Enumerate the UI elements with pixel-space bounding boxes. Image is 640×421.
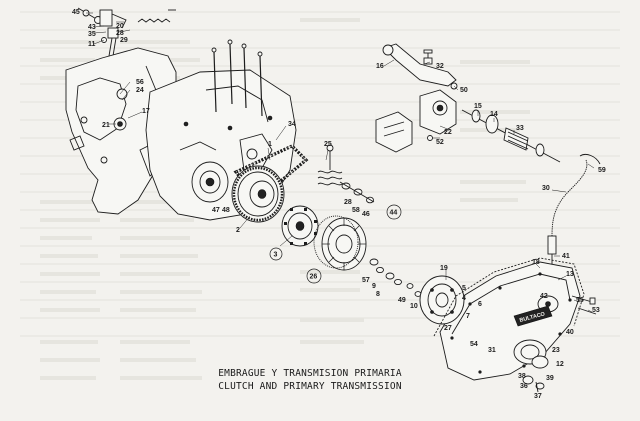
callout-35: 35 bbox=[88, 31, 96, 38]
callout-58: 58 bbox=[352, 207, 360, 214]
callout-30: 30 bbox=[542, 185, 550, 192]
callout-31: 31 bbox=[488, 347, 496, 354]
callout-29: 29 bbox=[120, 37, 128, 44]
clutch-plates bbox=[313, 215, 367, 271]
kickstart-lever bbox=[382, 43, 457, 87]
callout-19: 19 bbox=[440, 265, 448, 272]
callout-1: 1 bbox=[268, 141, 272, 148]
callout-11: 11 bbox=[88, 41, 96, 48]
callout-55: 55 bbox=[576, 297, 584, 304]
callout-49: 49 bbox=[398, 297, 406, 304]
clutch-fasteners bbox=[369, 258, 422, 297]
callout-40: 40 bbox=[566, 329, 574, 336]
callout-20: 20 bbox=[116, 23, 124, 30]
callout-43: 43 bbox=[88, 24, 96, 31]
callout-21: 21 bbox=[102, 122, 110, 129]
pressure-plate bbox=[419, 275, 465, 325]
callout-38: 38 bbox=[518, 373, 526, 380]
callout-32: 32 bbox=[436, 63, 444, 70]
callout-2: 2 bbox=[236, 227, 240, 234]
callout-50: 50 bbox=[460, 87, 468, 94]
callout-7: 7 bbox=[466, 313, 470, 320]
callout-24: 24 bbox=[136, 87, 144, 94]
callout-54: 54 bbox=[470, 341, 478, 348]
callout-10: 10 bbox=[410, 303, 418, 310]
callout-52: 52 bbox=[436, 139, 444, 146]
callout-18: 18 bbox=[532, 259, 540, 266]
callout-12: 12 bbox=[556, 361, 564, 368]
callout-9: 9 bbox=[372, 283, 376, 290]
callout-17: 17 bbox=[142, 108, 150, 115]
cylinder-studs bbox=[213, 43, 263, 117]
callout-56: 56 bbox=[136, 79, 144, 86]
small-washers bbox=[339, 181, 375, 204]
callout-3: 3 bbox=[274, 252, 278, 259]
clutch-cable bbox=[547, 153, 601, 268]
callout-26-circle: 26 bbox=[306, 268, 322, 284]
callout-48: 48 bbox=[222, 207, 230, 214]
callout-57: 57 bbox=[362, 277, 370, 284]
callout-28-top: 28 bbox=[116, 30, 124, 37]
callout-42: 42 bbox=[540, 293, 548, 300]
callout-27: 27 bbox=[444, 325, 452, 332]
left-crankcase-half bbox=[65, 47, 177, 215]
diagram-caption: EMBRAGUE Y TRANSMISION PRIMARIA CLUTCH A… bbox=[200, 367, 420, 393]
callout-45: 45 bbox=[72, 9, 80, 16]
callout-14: 14 bbox=[490, 111, 498, 118]
callout-3-circle: 3 bbox=[269, 247, 283, 261]
callout-6: 6 bbox=[478, 301, 482, 308]
callout-59: 59 bbox=[598, 167, 606, 174]
callout-16: 16 bbox=[376, 63, 384, 70]
caption-spanish: EMBRAGUE Y TRANSMISION PRIMARIA bbox=[218, 368, 402, 379]
clutch-hub bbox=[281, 205, 319, 247]
callout-36: 36 bbox=[520, 383, 528, 390]
primary-chaincase-cover: BULTACO bbox=[439, 261, 581, 381]
leader-lines bbox=[86, 12, 595, 313]
callout-23: 23 bbox=[552, 347, 560, 354]
callout-37: 37 bbox=[534, 393, 542, 400]
kickstart-shaft bbox=[461, 109, 561, 163]
cover-screws bbox=[571, 295, 597, 315]
callout-34: 34 bbox=[288, 121, 296, 128]
callout-33: 33 bbox=[516, 125, 524, 132]
callout-5: 5 bbox=[462, 285, 466, 292]
clutch-spring bbox=[317, 144, 343, 186]
callout-numbers: 45 43 35 11 20 28 29 56 24 21 17 34 1 47… bbox=[72, 9, 606, 400]
gear-shift-linkage bbox=[77, 7, 176, 63]
callout-15: 15 bbox=[474, 103, 482, 110]
clutch-drum bbox=[231, 165, 285, 223]
kickstart-stop-block bbox=[375, 111, 433, 153]
callout-26: 26 bbox=[310, 274, 318, 281]
callout-44-circle: 44 bbox=[386, 204, 402, 220]
callout-22: 22 bbox=[444, 129, 452, 136]
callout-41: 41 bbox=[562, 253, 570, 260]
callout-46: 46 bbox=[362, 211, 370, 218]
filler-plug-parts bbox=[522, 355, 549, 393]
callout-44: 44 bbox=[390, 210, 398, 217]
callout-8: 8 bbox=[376, 291, 380, 298]
callout-28-mid: 28 bbox=[344, 199, 352, 206]
caption-english: CLUTCH AND PRIMARY TRANSMISSION bbox=[218, 381, 402, 392]
stud-nuts bbox=[211, 39, 263, 57]
callout-47: 47 bbox=[212, 207, 220, 214]
callout-13: 13 bbox=[566, 271, 574, 278]
callout-4: 4 bbox=[462, 295, 466, 302]
cover-gasket bbox=[433, 257, 585, 337]
kickstart-boss bbox=[419, 82, 458, 135]
callout-39: 39 bbox=[546, 375, 554, 382]
callout-53: 53 bbox=[592, 307, 600, 314]
callout-25: 25 bbox=[324, 141, 332, 148]
